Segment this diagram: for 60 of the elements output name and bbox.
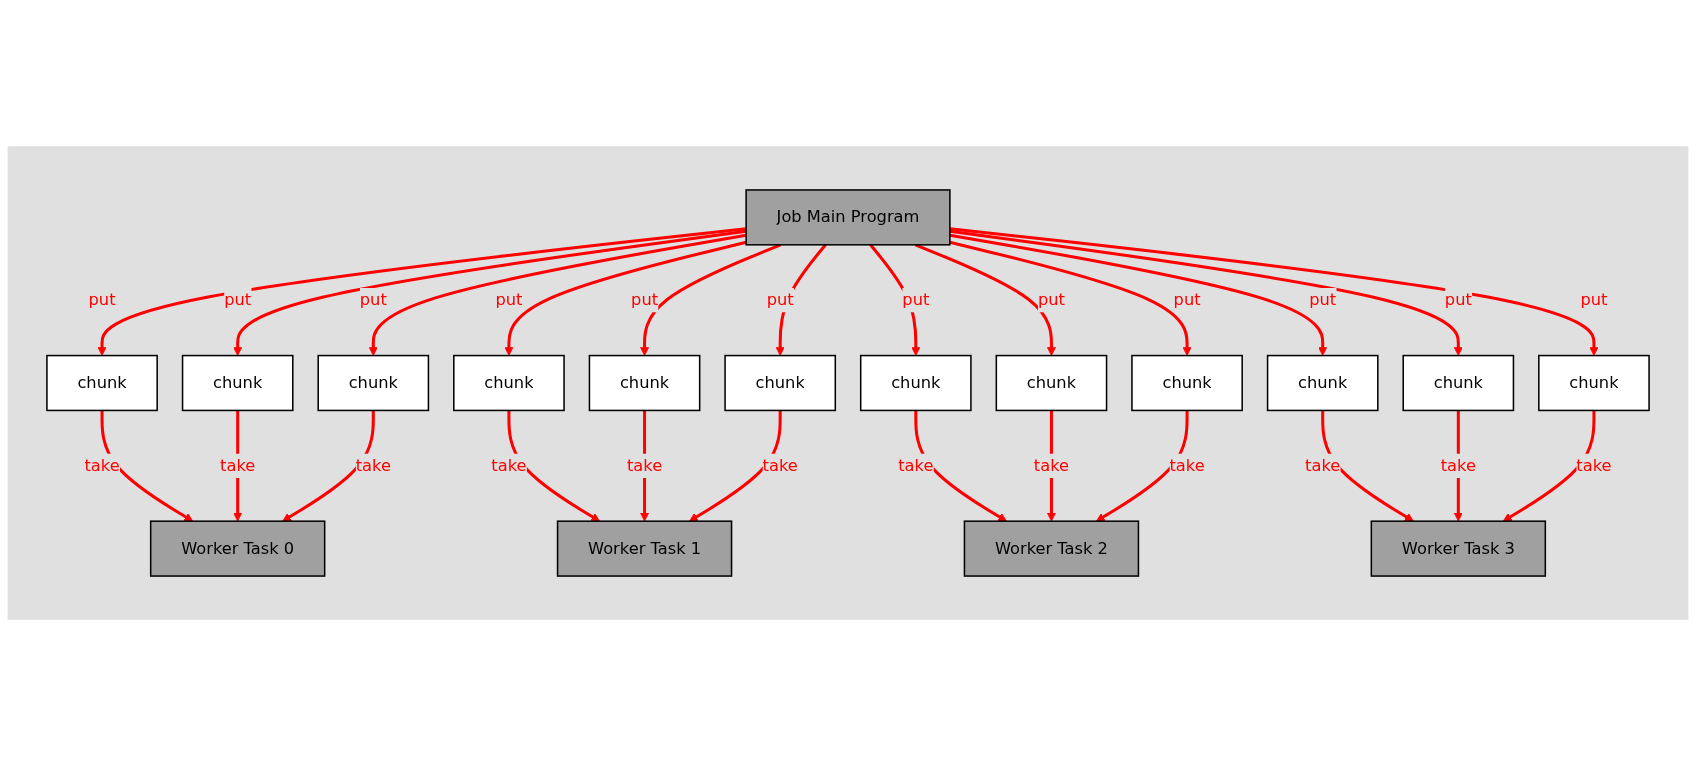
edge-label: put xyxy=(88,290,116,310)
arrow xyxy=(1502,410,1596,522)
node-box: chunk xyxy=(724,354,837,412)
edge-label: take xyxy=(1033,455,1070,475)
node-box: chunk xyxy=(859,354,972,412)
arrow xyxy=(368,233,747,356)
edge-label: take xyxy=(898,455,934,475)
edge-label: take xyxy=(762,455,798,475)
edge-label: put xyxy=(1444,290,1472,310)
arrow xyxy=(949,229,1463,356)
edge-label: put xyxy=(766,290,794,310)
edge-label: take xyxy=(84,455,120,475)
node-box: chunk xyxy=(588,354,701,412)
edge-label: put xyxy=(1037,290,1065,310)
arrow xyxy=(504,240,747,356)
edge-label: take xyxy=(1440,455,1476,475)
node-box: chunk xyxy=(453,354,565,412)
node-box: chunk xyxy=(1402,354,1515,412)
node-box: chunk xyxy=(1131,354,1243,412)
arrow xyxy=(949,233,1328,356)
arrow xyxy=(1095,410,1189,522)
node-box: Worker Task 3 xyxy=(1370,520,1547,577)
edge-label: put xyxy=(1580,290,1608,310)
edge-label: take xyxy=(491,455,527,475)
node-box: Worker Task 1 xyxy=(556,520,733,577)
arrow xyxy=(100,410,194,522)
arrow xyxy=(507,410,601,522)
edge-label: take xyxy=(1576,455,1612,475)
node-box: chunk xyxy=(46,354,158,412)
node-box: Worker Task 2 xyxy=(963,520,1140,577)
node-box: Job Main Program xyxy=(745,189,951,246)
arrow xyxy=(233,229,747,356)
edge-label: put xyxy=(359,290,387,310)
arrow xyxy=(689,410,782,522)
arrow xyxy=(1321,410,1414,522)
node-box: chunk xyxy=(317,354,430,412)
arrow xyxy=(282,410,375,522)
arrow xyxy=(914,243,1056,356)
node-box: chunk xyxy=(995,354,1108,412)
edge-label: put xyxy=(224,290,252,310)
edge-label: put xyxy=(1173,290,1201,310)
edge-label: take xyxy=(355,455,391,475)
arrow xyxy=(640,243,782,356)
node-box: chunk xyxy=(181,354,294,412)
edge-label: put xyxy=(1309,290,1337,310)
edge-label: take xyxy=(1305,455,1341,475)
arrow xyxy=(914,410,1007,522)
node-box: chunk xyxy=(1538,354,1650,412)
edge-label: put xyxy=(495,290,523,310)
node-box: chunk xyxy=(1266,354,1379,412)
edge-label: take xyxy=(1169,455,1205,475)
arrow xyxy=(949,227,1599,356)
node-box: Worker Task 0 xyxy=(149,520,326,577)
edge-label: take xyxy=(626,455,663,475)
cluster xyxy=(7,146,1689,620)
arrow xyxy=(97,227,747,356)
arrow xyxy=(949,240,1192,356)
edge-label: put xyxy=(902,290,930,310)
edge-label: take xyxy=(220,455,256,475)
edge-label: put xyxy=(631,290,659,310)
